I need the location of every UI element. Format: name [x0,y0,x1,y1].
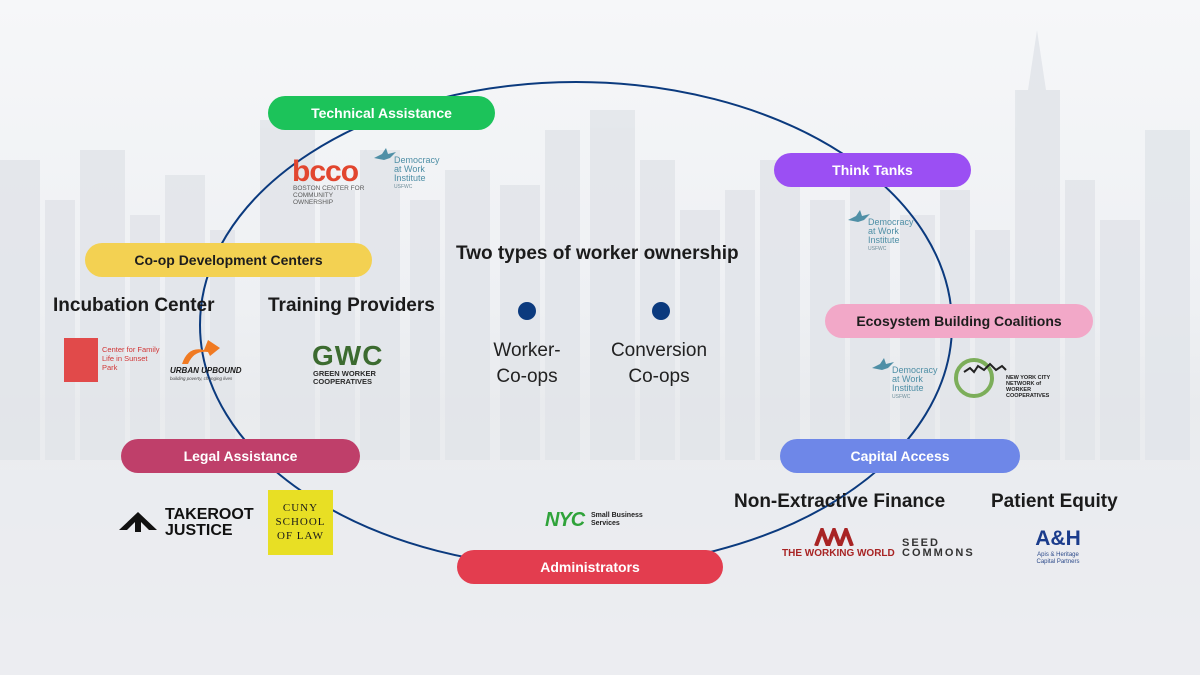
upward-arrow-icon [182,340,220,364]
seed-commons-logo: SEED COMMONS [902,537,975,560]
bcco-logo-subtext: BOSTON CENTER FOR COMMUNITY OWNERSHIP [293,185,365,206]
worker-coops-label: Worker-Co-ops [457,338,597,390]
nyc-small-business-services-logo: NYC Small Business Services [545,509,649,533]
bird-icon [848,210,870,222]
birds-icon [963,362,1007,374]
urban-upbound-subtext: building poverty, changing lives [170,376,233,381]
democracy-at-work-logo: Democracy at Work Institute USFWC [846,208,926,254]
bird-icon [374,148,396,160]
training-providers-heading: Training Providers [268,295,435,316]
center-for-family-life-logo: Center for Family Life in Sunset Park [64,338,164,384]
bcco-logo: bcco BOSTON CENTER FOR COMMUNITY OWNERSH… [292,155,372,206]
incubation-center-heading: Incubation Center [53,295,215,316]
small-business-services-text: Small Business Services [591,512,643,527]
nwc-ring-icon [954,358,994,398]
category-ecosystem-building-coalitions[interactable]: Ecosystem Building Coalitions [825,304,1093,338]
usfwc-text: USFWC [868,246,887,252]
worker-coops-dot [518,302,536,320]
sunset-park-emblem [64,338,98,382]
the-working-world-text: THE WORKING WORLD [782,548,895,559]
non-extractive-finance-heading: Non-Extractive Finance [734,491,946,512]
cuny-school-of-law-logo: CUNY SCHOOL OF LAW [268,490,333,555]
apis-heritage-subtext: Apis & Heritage Capital Partners [1036,552,1080,565]
democracy-at-work-text: Democracy at Work Institute [892,365,938,393]
category-capital-access[interactable]: Capital Access [780,439,1020,473]
the-working-world-logo: THE WORKING WORLD [782,528,895,562]
democracy-at-work-logo: Democracy at Work Institute USFWC [870,356,950,402]
takeroot-justice-logo: TAKEROOT JUSTICE [117,506,257,540]
conversion-coops-dot [652,302,670,320]
category-technical-assistance[interactable]: Technical Assistance [268,96,495,130]
category-think-tanks[interactable]: Think Tanks [774,153,971,187]
takeroot-justice-text: TAKEROOT JUSTICE [165,506,254,539]
nyc-network-worker-coops-logo: NEW YORK CITY NETWORK of WORKER COOPERAT… [954,358,1064,402]
urban-upbound-text: URBAN UPBOUND [170,366,242,375]
nyc-network-worker-coops-text: NEW YORK CITY NETWORK of WORKER COOPERAT… [1006,375,1051,399]
center-title: Two types of worker ownership [456,243,739,264]
gwc-logo-subtext: GREEN WORKER COOPERATIVES [313,369,376,386]
category-coop-development-centers[interactable]: Co-op Development Centers [85,243,372,277]
apis-heritage-mark: A&H [1035,527,1081,550]
gwc-logo-text: GWC [312,340,384,371]
apis-heritage-logo: A&H Apis & Heritage Capital Partners [1033,527,1083,567]
gwc-logo: GWC GREEN WORKER COOPERATIVES [312,340,382,386]
bcco-logo-text: bcco [292,155,359,188]
democracy-at-work-logo: Democracy at Work Institute USFWC [372,146,452,192]
usfwc-text: USFWC [394,184,413,190]
working-world-mark-icon [814,528,854,546]
cuny-school-of-law-text: CUNY SCHOOL OF LAW [275,502,326,542]
category-administrators[interactable]: Administrators [457,550,723,584]
usfwc-text: USFWC [892,394,911,400]
bird-icon [872,358,894,370]
worker-coops-label-text: Worker-Co-ops [493,340,561,387]
nyc-logo-text: NYC [545,509,585,531]
cuny-yellow-box [268,490,333,555]
seed-commons-text: SEED COMMONS [902,537,975,559]
center-for-family-life-text: Center for Family Life in Sunset Park [102,345,160,372]
category-legal-assistance[interactable]: Legal Assistance [121,439,360,473]
takeroot-arrow-icon [119,512,157,532]
urban-upbound-logo: URBAN UPBOUND building poverty, changing… [170,336,242,384]
patient-equity-heading: Patient Equity [991,491,1118,512]
democracy-at-work-text: Democracy at Work Institute [394,155,440,183]
democracy-at-work-text: Democracy at Work Institute [868,217,914,245]
